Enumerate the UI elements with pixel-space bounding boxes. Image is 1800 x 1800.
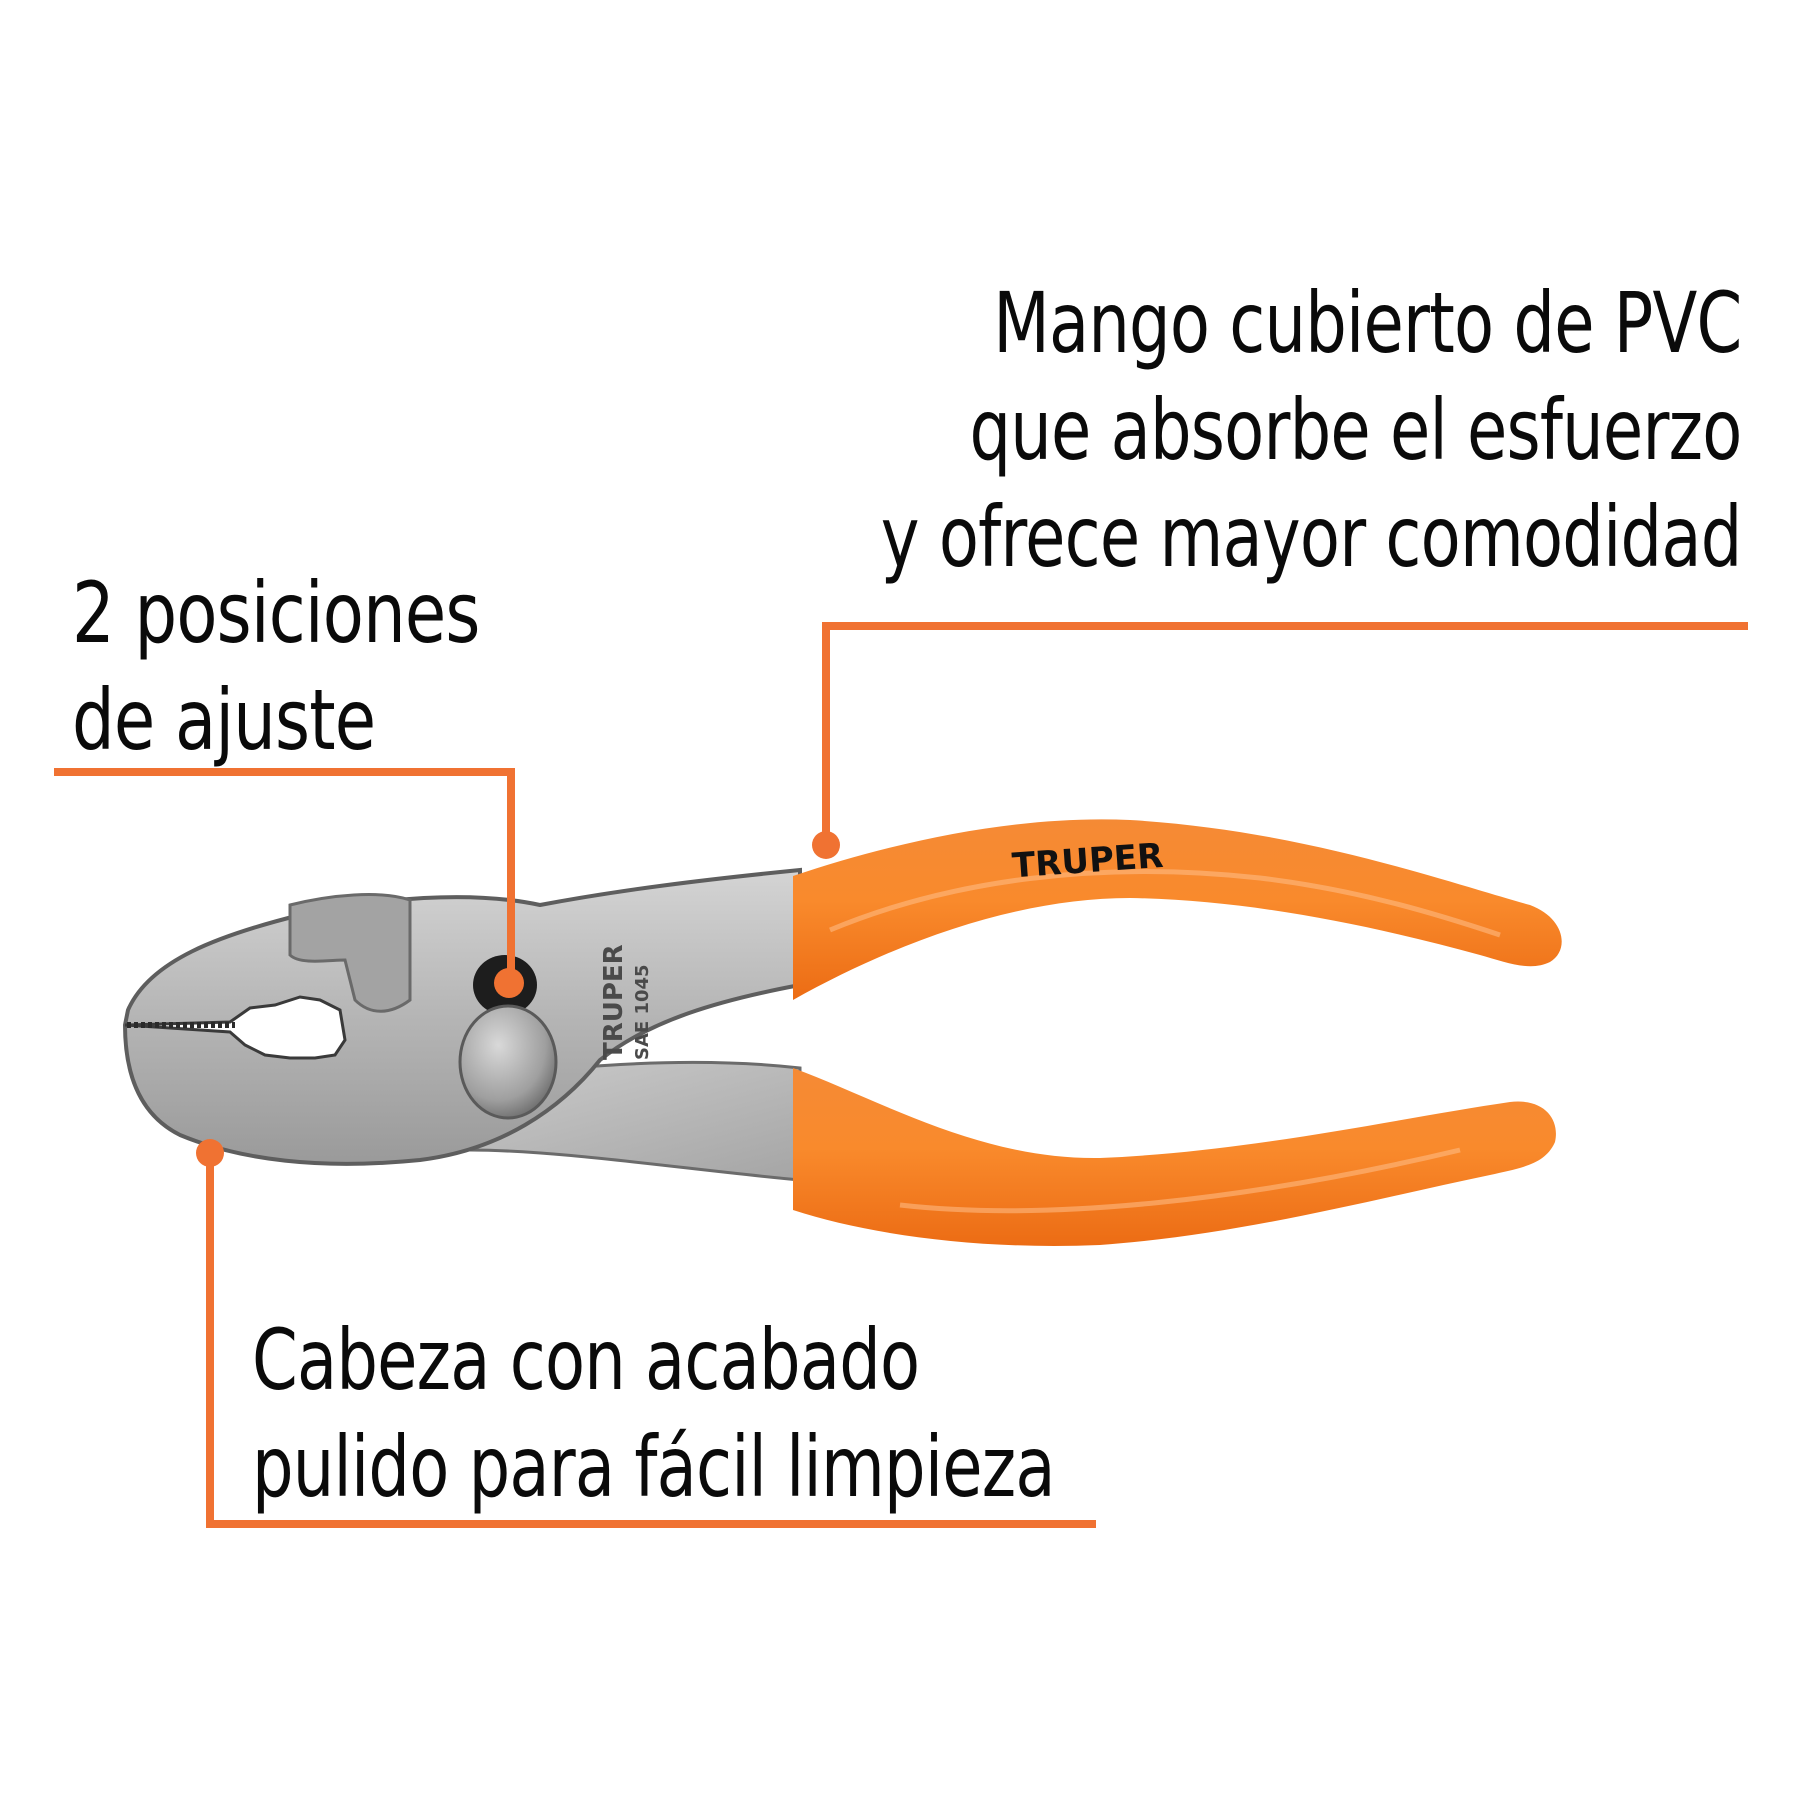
lower-handle: [793, 1068, 1556, 1246]
callout-handle-line-2: que absorbe el esfuerzo: [969, 381, 1743, 479]
callout-adjust-line-1: 2 posiciones: [72, 564, 480, 662]
callout-dot-handle: [812, 831, 840, 859]
callout-handle-line-3: y ofrece mayor comodidad: [881, 488, 1743, 586]
callout-head-line-2: pulido para fácil limpieza: [252, 1418, 1056, 1516]
rivet: [458, 1004, 558, 1120]
callout-line-adjust: [54, 768, 524, 998]
pliers-head: TRUPER SAE 1045: [122, 867, 802, 1166]
stamped-marking: TRUPER SAE 1045: [599, 944, 653, 1060]
stamp-steel-grade: SAE 1045: [632, 964, 653, 1060]
callout-line-handle: [812, 622, 1748, 859]
stamp-brand: TRUPER: [599, 944, 629, 1060]
callout-dot-adjust: [494, 968, 524, 998]
callout-handle-line-1: Mango cubierto de PVC: [993, 274, 1743, 372]
callout-head-line-1: Cabeza con acabado: [252, 1311, 920, 1409]
callout-adjust-line-2: de ajuste: [72, 671, 376, 769]
callout-label-head: Cabeza con acabado pulido para fácil lim…: [252, 1307, 1056, 1521]
upper-handle: TRUPER: [793, 819, 1562, 1000]
callout-line-head: [196, 1139, 1096, 1528]
callout-label-adjust: 2 posiciones de ajuste: [72, 560, 480, 774]
callout-label-handle: Mango cubierto de PVC que absorbe el esf…: [881, 270, 1743, 591]
